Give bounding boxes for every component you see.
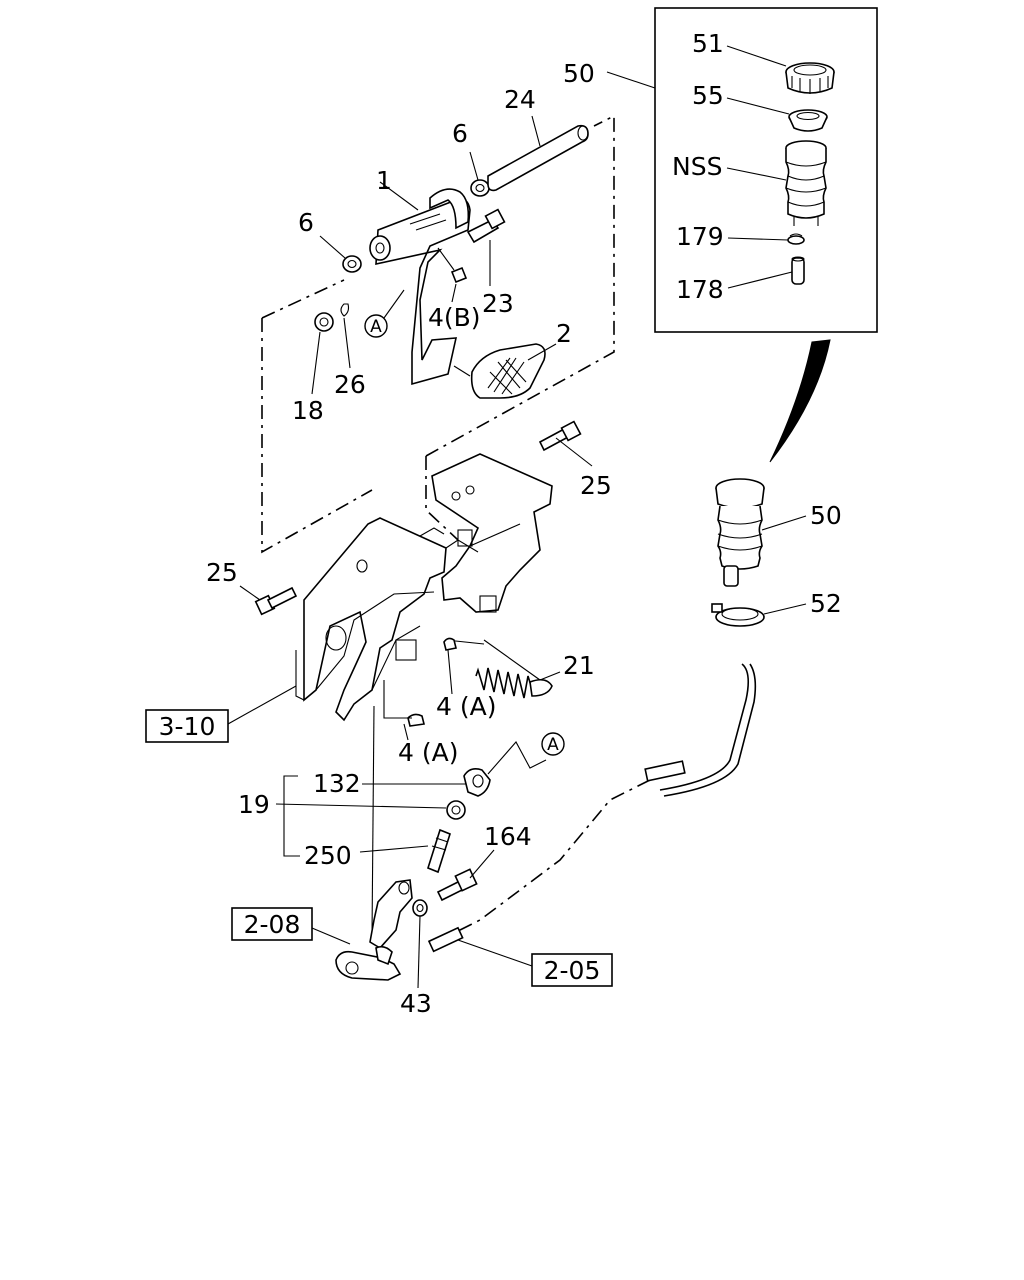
pedal-bracket	[295, 453, 553, 722]
callout-164: 164	[484, 822, 532, 851]
callout-43: 43	[400, 989, 432, 1018]
marker-a-upper: A	[364, 314, 388, 338]
callout-18: 18	[292, 396, 324, 425]
callout-50-mid: 50	[810, 501, 842, 530]
part-250-push-rod	[427, 828, 451, 874]
part-25-bolt-left	[254, 586, 298, 616]
part-52-clamp	[711, 603, 765, 627]
callout-nss: NSS	[672, 152, 722, 181]
part-4a-stopper-lower	[407, 713, 425, 727]
assembly-arrow	[769, 339, 831, 463]
callout-4b: 4(B)	[428, 303, 481, 332]
part-25-bolt-right	[538, 420, 582, 452]
ref-box-2-05-text: 2-05	[544, 956, 601, 985]
part-19-nut	[446, 800, 466, 820]
part-132-clevis	[463, 768, 491, 797]
callout-2: 2	[556, 319, 572, 348]
ref-box-2-08-text: 2-08	[244, 910, 301, 939]
callout-50-top: 50	[563, 59, 595, 88]
part-50-assembled-reservoir	[715, 478, 765, 587]
part-26-clip	[340, 303, 350, 317]
part-43-washer	[412, 899, 428, 917]
callout-55: 55	[692, 81, 724, 110]
marker-a-lower: A	[541, 732, 565, 756]
part-6-bush-right	[470, 179, 490, 197]
part-2-pedal-pad	[470, 343, 546, 399]
part-6-bush-left	[342, 255, 362, 273]
callout-51: 51	[692, 29, 724, 58]
ref-box-2-05[interactable]: 2-05	[531, 953, 613, 987]
part-4b-stopper	[437, 247, 468, 284]
callout-179: 179	[676, 222, 724, 251]
marker-a-lower-text: A	[547, 735, 559, 755]
callout-26: 26	[334, 370, 366, 399]
ref-box-3-10-text: 3-10	[159, 712, 216, 741]
part-179-clip	[787, 233, 805, 245]
part-4a-stopper-upper	[443, 637, 457, 651]
callout-24: 24	[504, 85, 536, 114]
part-24-shaft	[487, 124, 589, 192]
part-23-bolt	[466, 208, 506, 244]
reservoir-inset-box	[654, 7, 878, 333]
callout-178: 178	[676, 275, 724, 304]
callout-19: 19	[238, 790, 270, 819]
callout-6-right: 6	[452, 119, 468, 148]
part-164-bolt	[436, 868, 478, 902]
part-178-pipe	[791, 256, 805, 285]
callout-23: 23	[482, 289, 514, 318]
callout-4a-upper: 4 (A)	[436, 692, 496, 721]
callout-4a-lower: 4 (A)	[398, 738, 458, 767]
ref-box-2-08[interactable]: 2-08	[231, 907, 313, 941]
part-51-cap	[785, 62, 835, 94]
part-1-pedal-arm	[369, 188, 471, 386]
callout-250: 250	[304, 841, 352, 870]
callout-6-left: 6	[298, 208, 314, 237]
callout-132: 132	[313, 769, 361, 798]
callout-25-left: 25	[206, 558, 238, 587]
callout-25-right: 25	[580, 471, 612, 500]
marker-a-upper-text: A	[370, 317, 382, 337]
callout-1: 1	[376, 166, 392, 195]
callout-52: 52	[810, 589, 842, 618]
part-18-nut	[314, 312, 334, 332]
ref-box-3-10[interactable]: 3-10	[145, 709, 229, 743]
part-nss-reservoir	[785, 140, 827, 226]
callout-21: 21	[563, 651, 595, 680]
part-55-seal	[788, 109, 828, 132]
part-master-cylinder	[335, 879, 413, 981]
